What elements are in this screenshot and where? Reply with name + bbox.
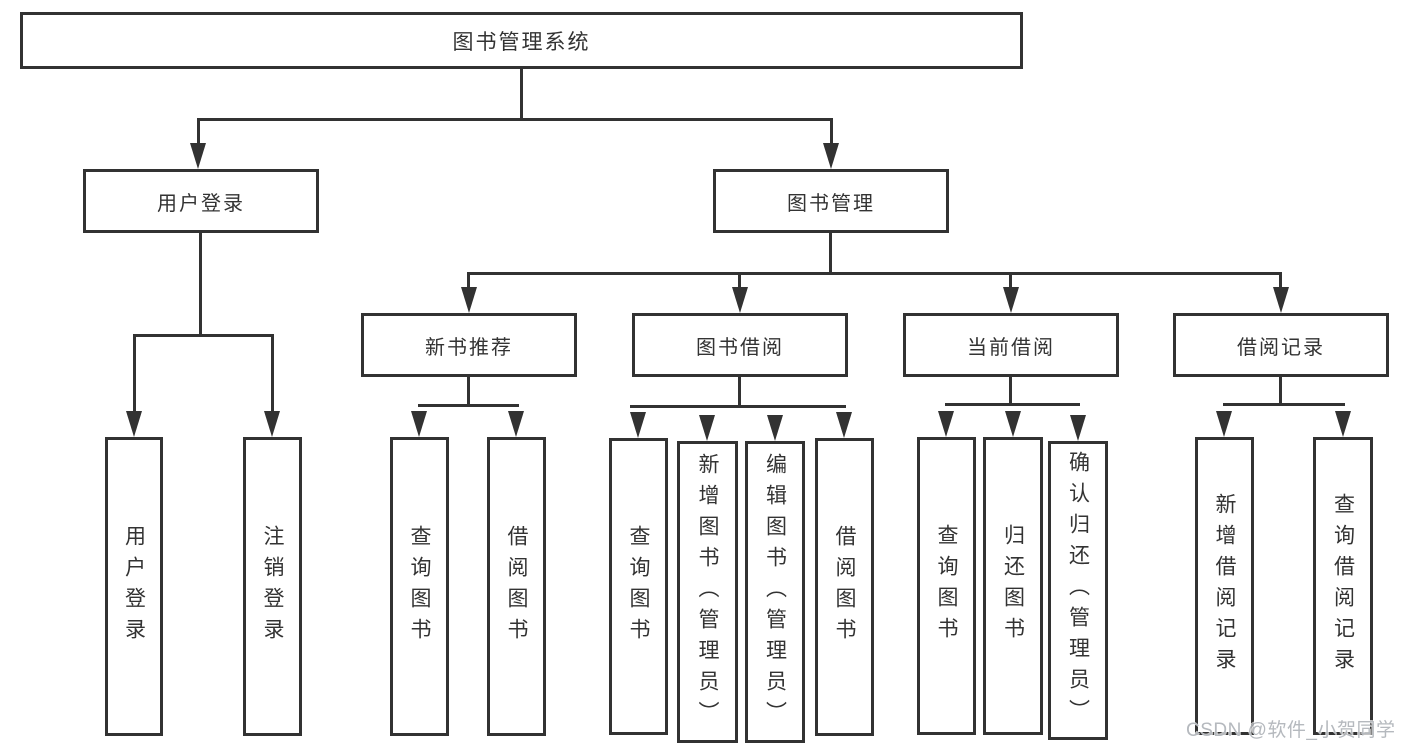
connector-line bbox=[418, 404, 519, 407]
connector-line bbox=[1009, 376, 1012, 406]
node-current-borrow: 当前借阅 bbox=[903, 313, 1119, 377]
leaf-br-query-record: 查询借阅记录 bbox=[1313, 437, 1373, 735]
node-book-borrow: 图书借阅 bbox=[632, 313, 848, 377]
connector-line bbox=[1223, 403, 1345, 406]
arrow-down bbox=[1273, 287, 1289, 313]
leaf-nbr-query-books: 查询图书 bbox=[390, 437, 449, 736]
arrow-down bbox=[732, 287, 748, 313]
connector-line bbox=[467, 272, 470, 292]
connector-line bbox=[1279, 376, 1282, 406]
connector-line bbox=[738, 272, 741, 292]
connector-line bbox=[1279, 272, 1282, 292]
arrow-down bbox=[508, 411, 524, 437]
node-label: 查询图书 bbox=[627, 524, 651, 649]
node-label: 新增图书（管理员） bbox=[696, 452, 720, 732]
node-label: 用户登录 bbox=[157, 192, 245, 215]
arrow-down bbox=[461, 287, 477, 313]
node-label: 借阅图书 bbox=[505, 524, 529, 649]
node-label: 用户登录 bbox=[122, 524, 146, 649]
node-label: 注销登录 bbox=[261, 524, 285, 649]
arrow-down bbox=[630, 412, 646, 438]
connector-line bbox=[467, 376, 470, 407]
node-borrow-records: 借阅记录 bbox=[1173, 313, 1389, 377]
leaf-user-login: 用户登录 bbox=[105, 437, 163, 736]
node-label: 查询图书 bbox=[935, 524, 959, 648]
node-label: 图书管理 bbox=[787, 192, 875, 215]
arrow-down bbox=[836, 412, 852, 438]
csdn-watermark: CSDN @软件_小贺同学 bbox=[1186, 720, 1396, 741]
arrow-down bbox=[1003, 287, 1019, 313]
leaf-bb-borrow-books: 借阅图书 bbox=[815, 438, 874, 736]
leaf-bb-add-books-admin: 新增图书（管理员） bbox=[677, 441, 738, 743]
leaf-cb-return-books: 归还图书 bbox=[983, 437, 1043, 735]
connector-line bbox=[199, 232, 202, 337]
connector-line bbox=[520, 68, 523, 120]
connector-line bbox=[630, 405, 846, 408]
leaf-cb-confirm-return-admin: 确认归还（管理员） bbox=[1048, 441, 1108, 740]
leaf-br-add-record: 新增借阅记录 bbox=[1195, 437, 1254, 735]
connector-line bbox=[830, 118, 833, 146]
arrow-down bbox=[699, 415, 715, 441]
connector-line bbox=[1009, 272, 1012, 292]
arrow-down bbox=[1335, 411, 1351, 437]
leaf-logout: 注销登录 bbox=[243, 437, 302, 736]
node-label: 图书管理系统 bbox=[452, 30, 591, 54]
arrow-down bbox=[264, 411, 280, 437]
node-label: 借阅记录 bbox=[1237, 336, 1325, 359]
arrow-down bbox=[190, 143, 206, 169]
connector-line bbox=[133, 334, 136, 414]
leaf-bb-query-books: 查询图书 bbox=[609, 438, 668, 735]
leaf-bb-edit-books-admin: 编辑图书（管理员） bbox=[745, 441, 805, 743]
node-book-management: 图书管理 bbox=[713, 169, 949, 233]
leaf-cb-query-books: 查询图书 bbox=[917, 437, 976, 735]
arrow-down bbox=[126, 411, 142, 437]
node-label: 查询借阅记录 bbox=[1331, 493, 1355, 679]
connector-line bbox=[467, 272, 1282, 275]
arrow-down bbox=[1070, 415, 1086, 441]
node-label: 借阅图书 bbox=[833, 525, 857, 649]
connector-line bbox=[197, 118, 833, 121]
arrow-down bbox=[823, 143, 839, 169]
node-label: 新书推荐 bbox=[425, 336, 513, 359]
node-label: 编辑图书（管理员） bbox=[763, 452, 787, 732]
connector-line bbox=[197, 118, 200, 146]
node-label: 确认归还（管理员） bbox=[1066, 451, 1090, 730]
connector-line bbox=[271, 334, 274, 414]
node-label: 归还图书 bbox=[1001, 524, 1025, 648]
connector-line bbox=[945, 403, 1080, 406]
connector-line bbox=[133, 334, 274, 337]
arrow-down bbox=[767, 415, 783, 441]
node-label: 当前借阅 bbox=[967, 336, 1055, 359]
arrow-down bbox=[1216, 411, 1232, 437]
arrow-down bbox=[1005, 411, 1021, 437]
connector-line bbox=[738, 376, 741, 408]
node-label: 查询图书 bbox=[408, 524, 432, 649]
node-new-book-recommend: 新书推荐 bbox=[361, 313, 577, 377]
node-root-system: 图书管理系统 bbox=[20, 12, 1023, 69]
node-label: 图书借阅 bbox=[696, 336, 784, 359]
arrow-down bbox=[411, 411, 427, 437]
node-label: 新增借阅记录 bbox=[1213, 493, 1237, 679]
connector-line bbox=[829, 232, 832, 274]
arrow-down bbox=[938, 411, 954, 437]
leaf-nbr-borrow-books: 借阅图书 bbox=[487, 437, 546, 736]
node-user-login-group: 用户登录 bbox=[83, 169, 319, 233]
